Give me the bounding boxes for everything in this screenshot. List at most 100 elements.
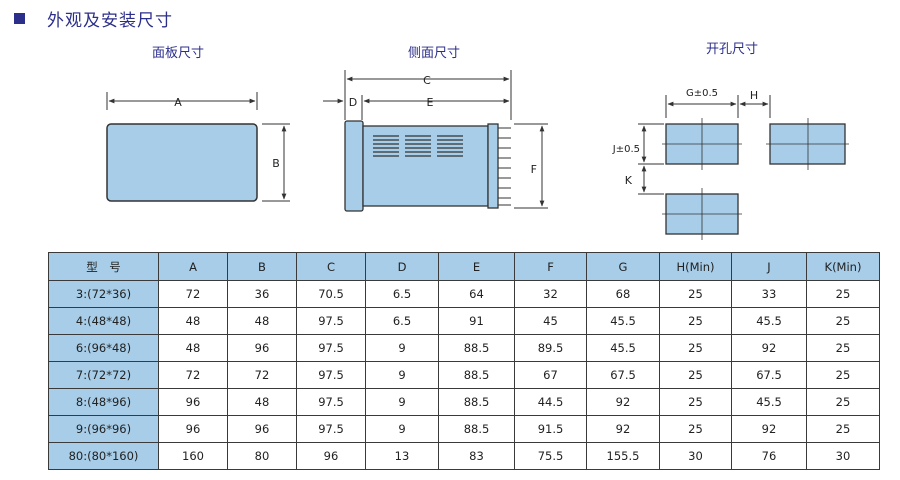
col-header-e: E xyxy=(438,252,515,281)
cell-value: 72 xyxy=(227,361,297,389)
cell-value: 45.5 xyxy=(731,388,807,416)
cell-value: 89.5 xyxy=(514,334,587,362)
terminal-block xyxy=(487,123,499,209)
side-bezel xyxy=(344,120,364,212)
cell-value: 72 xyxy=(158,280,228,308)
cell-model: 6:(96*48) xyxy=(48,334,159,362)
side-dimension-title: 侧面尺寸 xyxy=(408,46,461,61)
cell-value: 48 xyxy=(158,334,228,362)
cell-value: 155.5 xyxy=(586,442,660,470)
cell-value: 45.5 xyxy=(586,307,660,335)
dimension-f-label: F xyxy=(531,163,537,176)
section-title: 外观及安装尺寸 xyxy=(47,11,173,31)
cell-model: 80:(80*160) xyxy=(48,442,159,470)
cell-value: 160 xyxy=(158,442,228,470)
panel-face xyxy=(106,123,258,202)
cell-value: 9 xyxy=(365,388,439,416)
cell-value: 97.5 xyxy=(296,361,366,389)
cell-value: 68 xyxy=(586,280,660,308)
cell-model: 9:(96*96) xyxy=(48,415,159,443)
cell-value: 92 xyxy=(586,415,660,443)
cell-value: 25 xyxy=(806,388,880,416)
cell-model: 7:(72*72) xyxy=(48,361,159,389)
col-header-c: C xyxy=(296,252,366,281)
section-header: 外观及安装尺寸 xyxy=(14,6,173,31)
cell-value: 96 xyxy=(296,442,366,470)
cell-value: 67 xyxy=(514,361,587,389)
cell-value: 6.5 xyxy=(365,280,439,308)
cell-value: 96 xyxy=(227,415,297,443)
col-header-f: F xyxy=(514,252,587,281)
cell-value: 91 xyxy=(438,307,515,335)
col-header-g: G xyxy=(586,252,660,281)
cell-value: 25 xyxy=(659,361,732,389)
cell-value: 48 xyxy=(158,307,228,335)
dimension-h-label: H xyxy=(750,89,758,102)
dimension-d-label: D xyxy=(349,96,357,109)
cell-value: 25 xyxy=(659,388,732,416)
cell-value: 97.5 xyxy=(296,388,366,416)
cell-value: 32 xyxy=(514,280,587,308)
col-header-k: K(Min) xyxy=(806,252,880,281)
cell-value: 13 xyxy=(365,442,439,470)
cell-value: 48 xyxy=(227,388,297,416)
cell-value: 25 xyxy=(806,307,880,335)
cell-value: 48 xyxy=(227,307,297,335)
cell-value: 83 xyxy=(438,442,515,470)
dimension-b-label: B xyxy=(272,157,280,170)
table-header-row: 型 号 A B C D E F G H(Min) J K(Min) xyxy=(48,252,880,281)
cell-value: 96 xyxy=(158,415,228,443)
bullet-square-icon xyxy=(14,13,25,24)
cell-value: 91.5 xyxy=(514,415,587,443)
side-view-drawing: C D E F xyxy=(323,70,548,212)
cell-value: 25 xyxy=(659,280,732,308)
cell-value: 25 xyxy=(806,361,880,389)
cell-value: 75.5 xyxy=(514,442,587,470)
col-header-h: H(Min) xyxy=(659,252,732,281)
cutout-drawing: G±0.5 H J±0.5 K xyxy=(612,88,849,240)
cell-value: 9 xyxy=(365,361,439,389)
vent-slots xyxy=(373,135,463,157)
cell-value: 64 xyxy=(438,280,515,308)
dimension-drawings: A B C D E xyxy=(106,70,849,240)
cell-value: 72 xyxy=(158,361,228,389)
cell-value: 30 xyxy=(806,442,880,470)
cell-value: 45 xyxy=(514,307,587,335)
cell-value: 67.5 xyxy=(586,361,660,389)
col-header-d: D xyxy=(365,252,439,281)
col-header-b: B xyxy=(227,252,297,281)
cell-value: 25 xyxy=(659,415,732,443)
cell-value: 97.5 xyxy=(296,415,366,443)
dimension-table: 型 号 A B C D E F G H(Min) J K(Min) 3:(72*… xyxy=(48,252,880,470)
cell-model: 8:(48*96) xyxy=(48,388,159,416)
cell-value: 9 xyxy=(365,415,439,443)
cell-value: 80 xyxy=(227,442,297,470)
cell-value: 88.5 xyxy=(438,361,515,389)
cell-value: 92 xyxy=(731,415,807,443)
side-housing xyxy=(362,125,489,207)
cell-value: 92 xyxy=(731,334,807,362)
terminal-pins xyxy=(498,127,511,206)
cell-value: 88.5 xyxy=(438,415,515,443)
cell-value: 97.5 xyxy=(296,307,366,335)
dimension-k-label: K xyxy=(625,174,633,187)
cell-value: 92 xyxy=(586,388,660,416)
dimension-c-label: C xyxy=(423,74,431,87)
cell-value: 25 xyxy=(659,307,732,335)
panel-dimension-title: 面板尺寸 xyxy=(152,46,205,61)
cell-value: 96 xyxy=(158,388,228,416)
cutout-dimension-title: 开孔尺寸 xyxy=(706,42,759,57)
dimension-e-label: E xyxy=(427,96,434,109)
cell-value: 36 xyxy=(227,280,297,308)
cell-value: 88.5 xyxy=(438,388,515,416)
col-header-a: A xyxy=(158,252,228,281)
cell-value: 76 xyxy=(731,442,807,470)
dimension-a-label: A xyxy=(174,96,182,109)
cell-value: 70.5 xyxy=(296,280,366,308)
cell-value: 9 xyxy=(365,334,439,362)
